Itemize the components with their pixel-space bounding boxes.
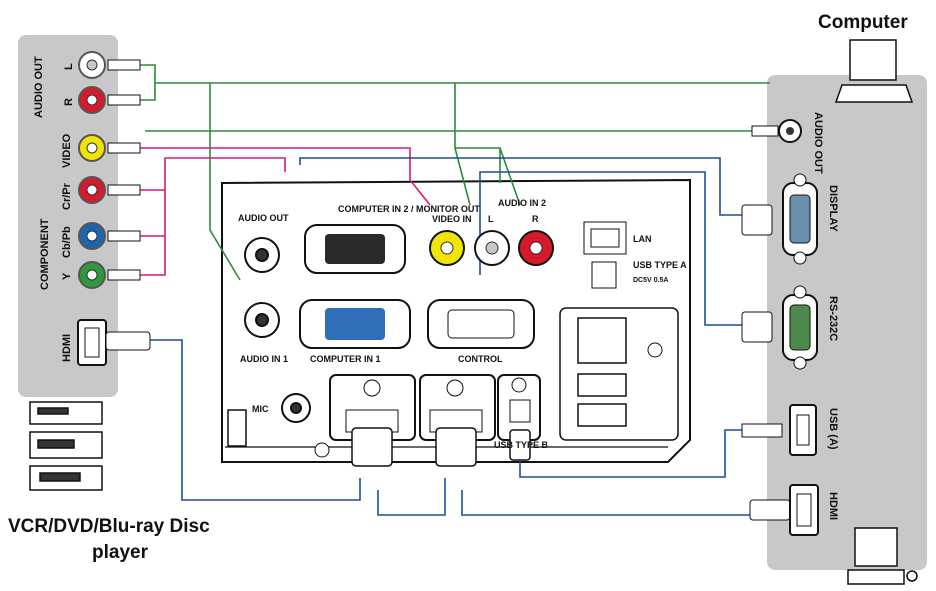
- wire-hdmi-player: [150, 339, 361, 501]
- wire-usb: [519, 429, 745, 478]
- audio-in-2-l-jack[interactable]: [474, 230, 510, 266]
- left-r-label: R: [63, 98, 75, 106]
- control-port[interactable]: [427, 299, 535, 349]
- usb-a-port[interactable]: [741, 404, 817, 456]
- desktop-computer-icon: [847, 527, 918, 585]
- right-audio-out-label: AUDIO OUT: [812, 112, 824, 174]
- proj-audio-out-label: AUDIO OUT: [238, 213, 289, 223]
- left-l-label: L: [63, 63, 75, 70]
- rca-plugs: [107, 59, 141, 281]
- network-ports[interactable]: [577, 317, 627, 427]
- wire-video: [140, 147, 431, 206]
- proj-dc5v-label: DC5V 0.5A: [633, 277, 668, 284]
- usb-type-a-port[interactable]: [591, 261, 617, 289]
- proj-usb-type-b-label: USB TYPE B: [494, 440, 549, 450]
- computer-in-2-port[interactable]: [304, 224, 406, 274]
- av-device-panel: [18, 35, 118, 397]
- proj-computer-in-1-label: COMPUTER IN 1: [310, 354, 381, 364]
- hdmi-cable-plugs: [351, 427, 531, 467]
- wire-rs232c: [479, 171, 745, 326]
- computer-title: Computer: [818, 12, 908, 33]
- vcr-dvd-player-icons: [29, 401, 103, 491]
- left-video-label: VIDEO: [61, 133, 73, 168]
- proj-lan-label: LAN: [633, 234, 652, 244]
- wire-display: [299, 157, 745, 216]
- audio-in-2-r-jack[interactable]: [518, 230, 554, 266]
- proj-video-in-label: VIDEO IN: [432, 214, 472, 224]
- proj-mic-label: MIC: [252, 404, 269, 414]
- left-audio-out-label: AUDIO OUT: [33, 56, 45, 118]
- right-display-label: DISPLAY: [827, 185, 839, 232]
- proj-control-label: CONTROL: [458, 354, 503, 364]
- wire-audio-in-1: [209, 83, 241, 281]
- right-usb-a-label: USB (A): [827, 408, 839, 450]
- rs232c-port[interactable]: [741, 285, 818, 370]
- left-rca-jacks: [78, 51, 106, 289]
- screw-icon: [647, 342, 663, 358]
- proj-audio-in-2-label: AUDIO IN 2: [498, 198, 546, 208]
- left-hdmi-label: HDMI: [61, 334, 73, 362]
- laptop-icon: [834, 39, 914, 103]
- left-cr-pr-label: Cr/Pr: [61, 182, 73, 210]
- right-hdmi-label: HDMI: [827, 492, 839, 520]
- proj-audio-in-2-r-label: R: [532, 214, 539, 224]
- proj-audio-in-1-label: AUDIO IN 1: [240, 354, 288, 364]
- hdmi-port-computer[interactable]: [749, 484, 819, 536]
- wire-component: [140, 157, 286, 276]
- wire-hdmi-computer: [377, 478, 750, 516]
- proj-usb-type-a-label: USB TYPE A: [633, 260, 687, 270]
- proj-computer-in-2-label: COMPUTER IN 2 / MONITOR OUT: [338, 204, 480, 214]
- computer-in-1-port[interactable]: [299, 299, 411, 349]
- video-in-jack[interactable]: [429, 230, 465, 266]
- left-cb-pb-label: Cb/Pb: [61, 226, 73, 258]
- player-title-line2: player: [92, 542, 149, 563]
- audio-out-jack-computer[interactable]: [751, 119, 802, 143]
- left-component-label: COMPONENT: [39, 218, 51, 290]
- kensington-slot: [227, 409, 247, 447]
- display-port[interactable]: [741, 173, 818, 265]
- hdmi-port-left[interactable]: [77, 319, 151, 366]
- player-title-line1: VCR/DVD/Blu-ray Disc: [8, 516, 210, 537]
- screw-icon: [314, 442, 330, 458]
- left-y-label: Y: [61, 272, 73, 280]
- proj-audio-in-2-l-label: L: [488, 214, 494, 224]
- wires: [140, 64, 770, 516]
- right-rs232c-label: RS-232C: [827, 296, 839, 341]
- lan-port[interactable]: [583, 221, 627, 255]
- wire-audio-l: [140, 64, 770, 84]
- hdmi-port-projector-1[interactable]: [329, 374, 416, 441]
